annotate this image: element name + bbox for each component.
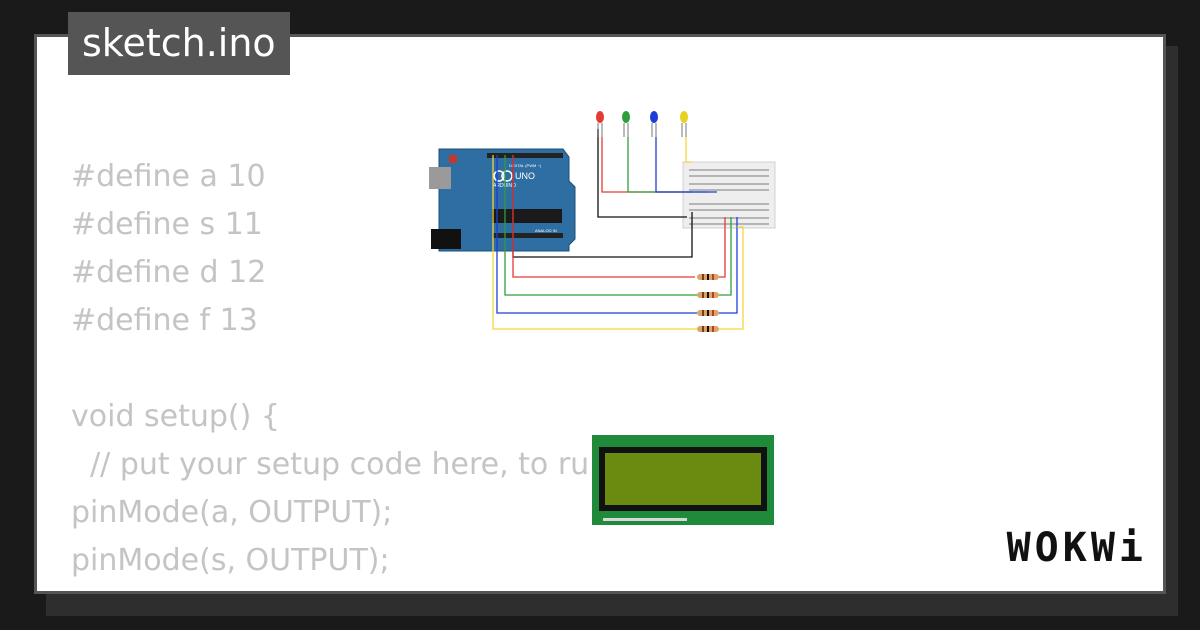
- circuit-diagram: UNO ARDUINO DIGITAL (PWM ~) ANALOG IN: [429, 111, 776, 525]
- code-line: #define s 11: [71, 207, 263, 242]
- code-line: pinMode(a, OUTPUT);: [71, 495, 393, 530]
- analog-label: ANALOG IN: [535, 228, 557, 233]
- arduino-uno-board[interactable]: UNO ARDUINO DIGITAL (PWM ~) ANALOG IN: [429, 148, 576, 252]
- lcd-pin-header: [603, 518, 687, 521]
- preview-card: #define a 10 #define s 11 #define d 12 #def…: [34, 34, 1166, 594]
- filename-tab: sketch.ino: [68, 12, 290, 75]
- digital-header: [487, 153, 563, 158]
- digital-label: DIGITAL (PWM ~): [509, 163, 542, 168]
- code-line: #define f 13: [71, 303, 258, 338]
- code-line: pinMode(s, OUTPUT);: [71, 543, 390, 578]
- led-blue[interactable]: [650, 111, 658, 137]
- code-preview: #define a 10 #define s 11 #define d 12 #def…: [71, 153, 700, 591]
- code-line: #define a 10: [71, 159, 266, 194]
- wokwi-logo: WOKWi: [1006, 525, 1147, 571]
- reset-button: [449, 155, 457, 163]
- resistor[interactable]: [697, 292, 719, 298]
- wires: [492, 129, 744, 330]
- usb-port: [429, 167, 451, 189]
- lcd-display[interactable]: [589, 432, 774, 525]
- code-line: #define d 12: [71, 255, 267, 290]
- resistor[interactable]: [697, 274, 719, 280]
- power-jack: [431, 229, 461, 249]
- led-green[interactable]: [622, 111, 630, 137]
- resistor[interactable]: [697, 310, 719, 316]
- code-line: void setup() {: [71, 399, 280, 434]
- led-red[interactable]: [596, 111, 604, 137]
- breadboard[interactable]: [682, 161, 776, 229]
- analog-header: [493, 233, 563, 238]
- led-yellow[interactable]: [680, 111, 688, 137]
- resistor[interactable]: [697, 326, 719, 332]
- atmega-chip: [492, 209, 562, 223]
- board-name-label: UNO: [515, 171, 535, 181]
